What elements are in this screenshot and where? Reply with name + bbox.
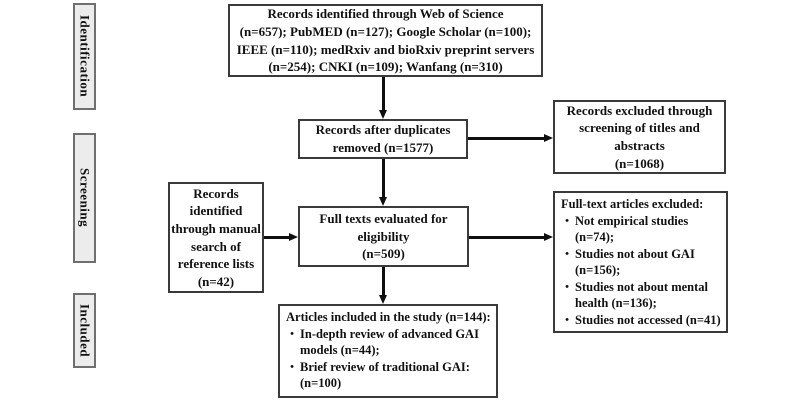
box-text-line: Records after duplicates	[315, 122, 451, 138]
box-articles-included: Articles included in the study (n=144): …	[278, 304, 498, 398]
box-text-line: (n=1068)	[614, 155, 665, 171]
box-text-line: removed (n=1577)	[332, 140, 434, 155]
box-duplicates-removed: Records after duplicates removed (n=1577…	[298, 119, 468, 159]
box-manual-search: Records identified through manual search…	[168, 182, 264, 293]
arrow-line	[469, 236, 545, 239]
list-item-text: In-depth review of advanced GAI models (…	[300, 326, 479, 358]
box-titles-abstracts-excluded: Records excluded through screening of ti…	[553, 100, 726, 174]
box-title: Articles included in the study (n=144):	[286, 310, 491, 324]
arrowhead-down-icon	[379, 295, 387, 304]
arrowhead-right-icon	[544, 134, 553, 142]
box-text-line: Records excluded through	[566, 102, 713, 118]
stage-label-text: Identification	[77, 15, 93, 98]
bullet-icon: •	[565, 214, 569, 227]
stage-label-screening: Screening	[73, 133, 96, 263]
arrow-duplicates-to-eligibility	[379, 159, 388, 206]
arrow-duplicates-to-excluded	[468, 134, 553, 143]
box-text-line: identified	[189, 203, 243, 219]
box-full-text-eligibility: Full texts evaluated for eligibility (n=…	[298, 206, 469, 267]
box-text-line: Full texts evaluated for	[319, 211, 448, 227]
list-item-text: Studies not about GAI (n=156);	[575, 246, 695, 278]
list-item: • Studies not accessed (n=41)	[559, 312, 722, 329]
bullet-icon: •	[565, 247, 569, 260]
box-text-line: (n=42)	[197, 273, 235, 289]
box-text-line: Records identified through Web of Scienc…	[267, 6, 504, 22]
arrow-identified-to-duplicates	[379, 77, 388, 119]
list-item: • Brief review of traditional GAI: (n=10…	[284, 359, 492, 392]
bullet-icon: •	[565, 280, 569, 293]
arrow-line	[264, 236, 290, 239]
box-text-line: Records	[193, 185, 239, 201]
bullet-icon: •	[290, 360, 294, 373]
arrow-manual-to-eligibility	[264, 233, 298, 242]
box-title: Full-text articles excluded:	[561, 197, 704, 211]
box-records-identified: Records identified through Web of Scienc…	[228, 4, 543, 77]
box-text-line: (n=254); CNKI (n=109); Wanfang (n=310)	[268, 59, 503, 75]
arrowhead-down-icon	[379, 197, 387, 206]
box-text-line: eligibility	[357, 228, 410, 244]
arrow-line	[468, 137, 545, 140]
list-item-text: Not empirical studies (n=74);	[575, 213, 689, 245]
stage-label-included: Included	[73, 293, 96, 368]
bullet-icon: •	[290, 327, 294, 340]
list-item: • Studies not about mental health (n=136…	[559, 279, 722, 312]
box-text-line: search of	[191, 238, 241, 254]
bullet-icon: •	[565, 313, 569, 326]
stage-label-identification: Identification	[73, 3, 96, 110]
box-text-line: through manual	[171, 220, 261, 236]
list-item-text: Studies not about mental health (n=136);	[575, 279, 709, 311]
box-text-line: reference lists	[177, 256, 255, 272]
arrowhead-right-icon	[289, 233, 298, 241]
box-text-line: (n=509)	[362, 246, 405, 262]
arrow-eligibility-to-excluded	[469, 233, 553, 242]
arrow-eligibility-to-included	[379, 267, 388, 304]
stage-label-text: Included	[77, 303, 93, 358]
arrow-line	[382, 159, 385, 198]
box-text-line: abstracts	[614, 138, 665, 153]
list-item-text: Studies not accessed (n=41)	[575, 312, 721, 327]
box-full-text-excluded: Full-text articles excluded: • Not empir…	[553, 191, 728, 333]
box-text-line: (n=657); PubMED (n=127); Google Scholar …	[239, 23, 532, 39]
arrowhead-right-icon	[544, 233, 553, 241]
list-item: • Not empirical studies (n=74);	[559, 213, 722, 246]
box-text-line: IEEE (n=110); medRxiv and bioRxiv prepri…	[236, 41, 535, 57]
arrow-line	[382, 267, 385, 296]
list-item: • Studies not about GAI (n=156);	[559, 246, 722, 279]
list-item: • In-depth review of advanced GAI models…	[284, 326, 492, 359]
box-text-line: screening of titles and	[579, 120, 700, 136]
list-item-text: Brief review of traditional GAI: (n=100)	[300, 359, 470, 391]
arrow-line	[382, 77, 385, 111]
stage-label-text: Screening	[77, 168, 93, 228]
arrowhead-down-icon	[379, 110, 387, 119]
